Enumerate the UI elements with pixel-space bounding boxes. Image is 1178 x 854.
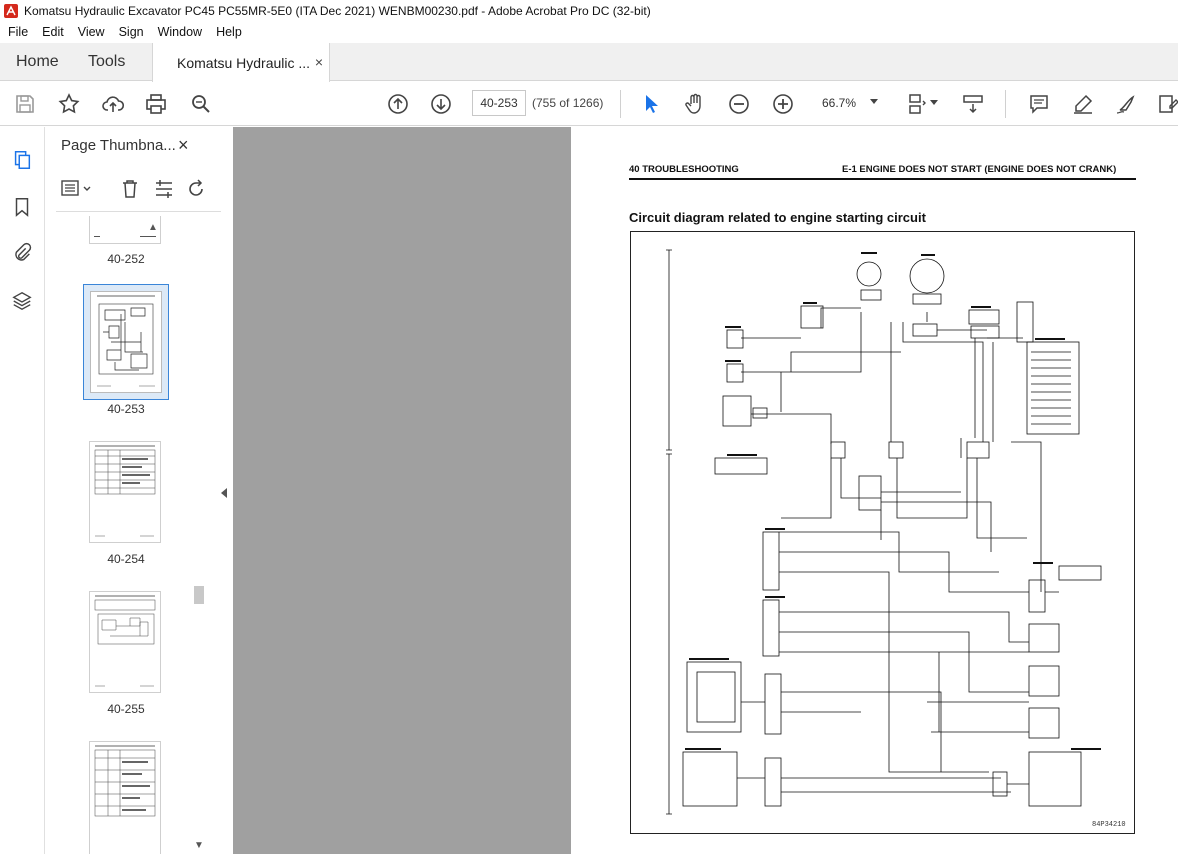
- thumbnail-toolbar: [58, 175, 208, 203]
- toolbar-divider: [1005, 90, 1006, 118]
- thumbnail-diagram-preview: [97, 295, 155, 387]
- thumbnail-panel-title: Page Thumbna...: [61, 137, 176, 154]
- previous-page-icon[interactable]: [385, 91, 411, 117]
- tab-bar: Home Tools Komatsu Hydraulic ... ×: [0, 43, 1178, 82]
- zoom-in-icon[interactable]: [770, 91, 796, 117]
- pdf-page: [571, 127, 1178, 854]
- toolbar: [0, 82, 1178, 126]
- thumbnail-label: 40-252: [107, 252, 145, 266]
- toolbar-divider: [620, 90, 621, 118]
- collapse-panel-icon[interactable]: [221, 488, 227, 498]
- save-icon[interactable]: [12, 91, 38, 117]
- close-tab-icon[interactable]: ×: [314, 54, 323, 70]
- thumbnail-label: 40-255: [107, 702, 145, 716]
- panel-divider: [56, 211, 221, 212]
- attachment-icon[interactable]: [10, 241, 34, 265]
- scroll-down-icon[interactable]: ▼: [194, 840, 204, 851]
- thumbnail-page[interactable]: [89, 591, 161, 693]
- bookmark-icon[interactable]: [10, 195, 34, 219]
- zoom-select[interactable]: 66.7%: [816, 90, 886, 116]
- rotate-icon[interactable]: [184, 177, 208, 201]
- page-count: (755 of 1266): [532, 96, 604, 110]
- hand-tool-icon[interactable]: [682, 91, 708, 117]
- search-icon[interactable]: [188, 91, 214, 117]
- thumbnail-schematic-preview: [94, 595, 156, 687]
- zoom-value: 66.7%: [822, 96, 857, 110]
- thumbnail-scrollbar-thumb[interactable]: [194, 586, 204, 604]
- cloud-upload-icon[interactable]: [100, 91, 126, 117]
- fit-page-icon[interactable]: [903, 91, 929, 117]
- thumbnail-selected[interactable]: [83, 284, 169, 400]
- page-number-input[interactable]: 40-253: [472, 90, 526, 116]
- thumbnail-label: 40-253: [107, 402, 145, 416]
- circuit-diagram-drawing: [666, 249, 1102, 815]
- thumbnail-page[interactable]: [89, 741, 161, 854]
- thumbnail-page[interactable]: [89, 441, 161, 543]
- next-page-icon[interactable]: [428, 91, 454, 117]
- delete-icon[interactable]: [118, 177, 142, 201]
- thumbnail-table-preview: [94, 445, 156, 537]
- edit-pdf-icon[interactable]: [1155, 91, 1178, 117]
- left-navigation-rail: [0, 127, 45, 854]
- chevron-down-icon[interactable]: [930, 100, 938, 105]
- window-title: Komatsu Hydraulic Excavator PC45 PC55MR-…: [24, 4, 651, 18]
- tab-tools[interactable]: Tools: [88, 53, 126, 70]
- tab-document[interactable]: Komatsu Hydraulic ... ×: [152, 43, 330, 82]
- menu-file[interactable]: File: [8, 25, 29, 39]
- extract-pages-icon[interactable]: [152, 177, 176, 201]
- thumbnail-table-preview: [94, 745, 156, 817]
- menu-window[interactable]: Window: [157, 25, 203, 39]
- page-heading: Circuit diagram related to engine starti…: [629, 210, 926, 225]
- draw-icon[interactable]: [1113, 91, 1139, 117]
- tab-document-label: Komatsu Hydraulic ...: [177, 54, 311, 71]
- comment-icon[interactable]: [1026, 91, 1052, 117]
- menu-edit[interactable]: Edit: [42, 25, 64, 39]
- page-header-title: E-1 ENGINE DOES NOT START (ENGINE DOES N…: [842, 164, 1117, 175]
- acrobat-icon: [4, 4, 18, 18]
- circuit-diagram: [630, 231, 1135, 834]
- star-icon[interactable]: [56, 91, 82, 117]
- scroll-mode-icon[interactable]: [960, 91, 986, 117]
- scroll-up-icon[interactable]: ▲: [148, 222, 158, 233]
- menu-view[interactable]: View: [77, 25, 105, 39]
- menu-bar: File Edit View Sign Window Help: [0, 22, 1178, 42]
- thumbnail-page[interactable]: [89, 216, 161, 244]
- tab-home[interactable]: Home: [16, 53, 59, 70]
- header-rule: [629, 178, 1136, 180]
- options-menu-icon[interactable]: [60, 178, 94, 200]
- menu-help[interactable]: Help: [216, 25, 242, 39]
- highlight-icon[interactable]: [1070, 91, 1096, 117]
- layers-icon[interactable]: [10, 289, 34, 313]
- diagram-reference-code: 84P34210: [1092, 821, 1126, 829]
- thumbnail-label: 40-254: [107, 552, 145, 566]
- print-icon[interactable]: [143, 91, 169, 117]
- menu-sign[interactable]: Sign: [118, 25, 144, 39]
- chevron-down-icon: [870, 99, 878, 104]
- select-tool-icon[interactable]: [638, 91, 664, 117]
- page-header-section: 40 TROUBLESHOOTING: [629, 164, 739, 175]
- title-bar: Komatsu Hydraulic Excavator PC45 PC55MR-…: [0, 0, 1178, 22]
- close-panel-icon[interactable]: ×: [178, 135, 189, 155]
- zoom-out-icon[interactable]: [726, 91, 752, 117]
- page-thumbnails-icon[interactable]: [10, 148, 34, 172]
